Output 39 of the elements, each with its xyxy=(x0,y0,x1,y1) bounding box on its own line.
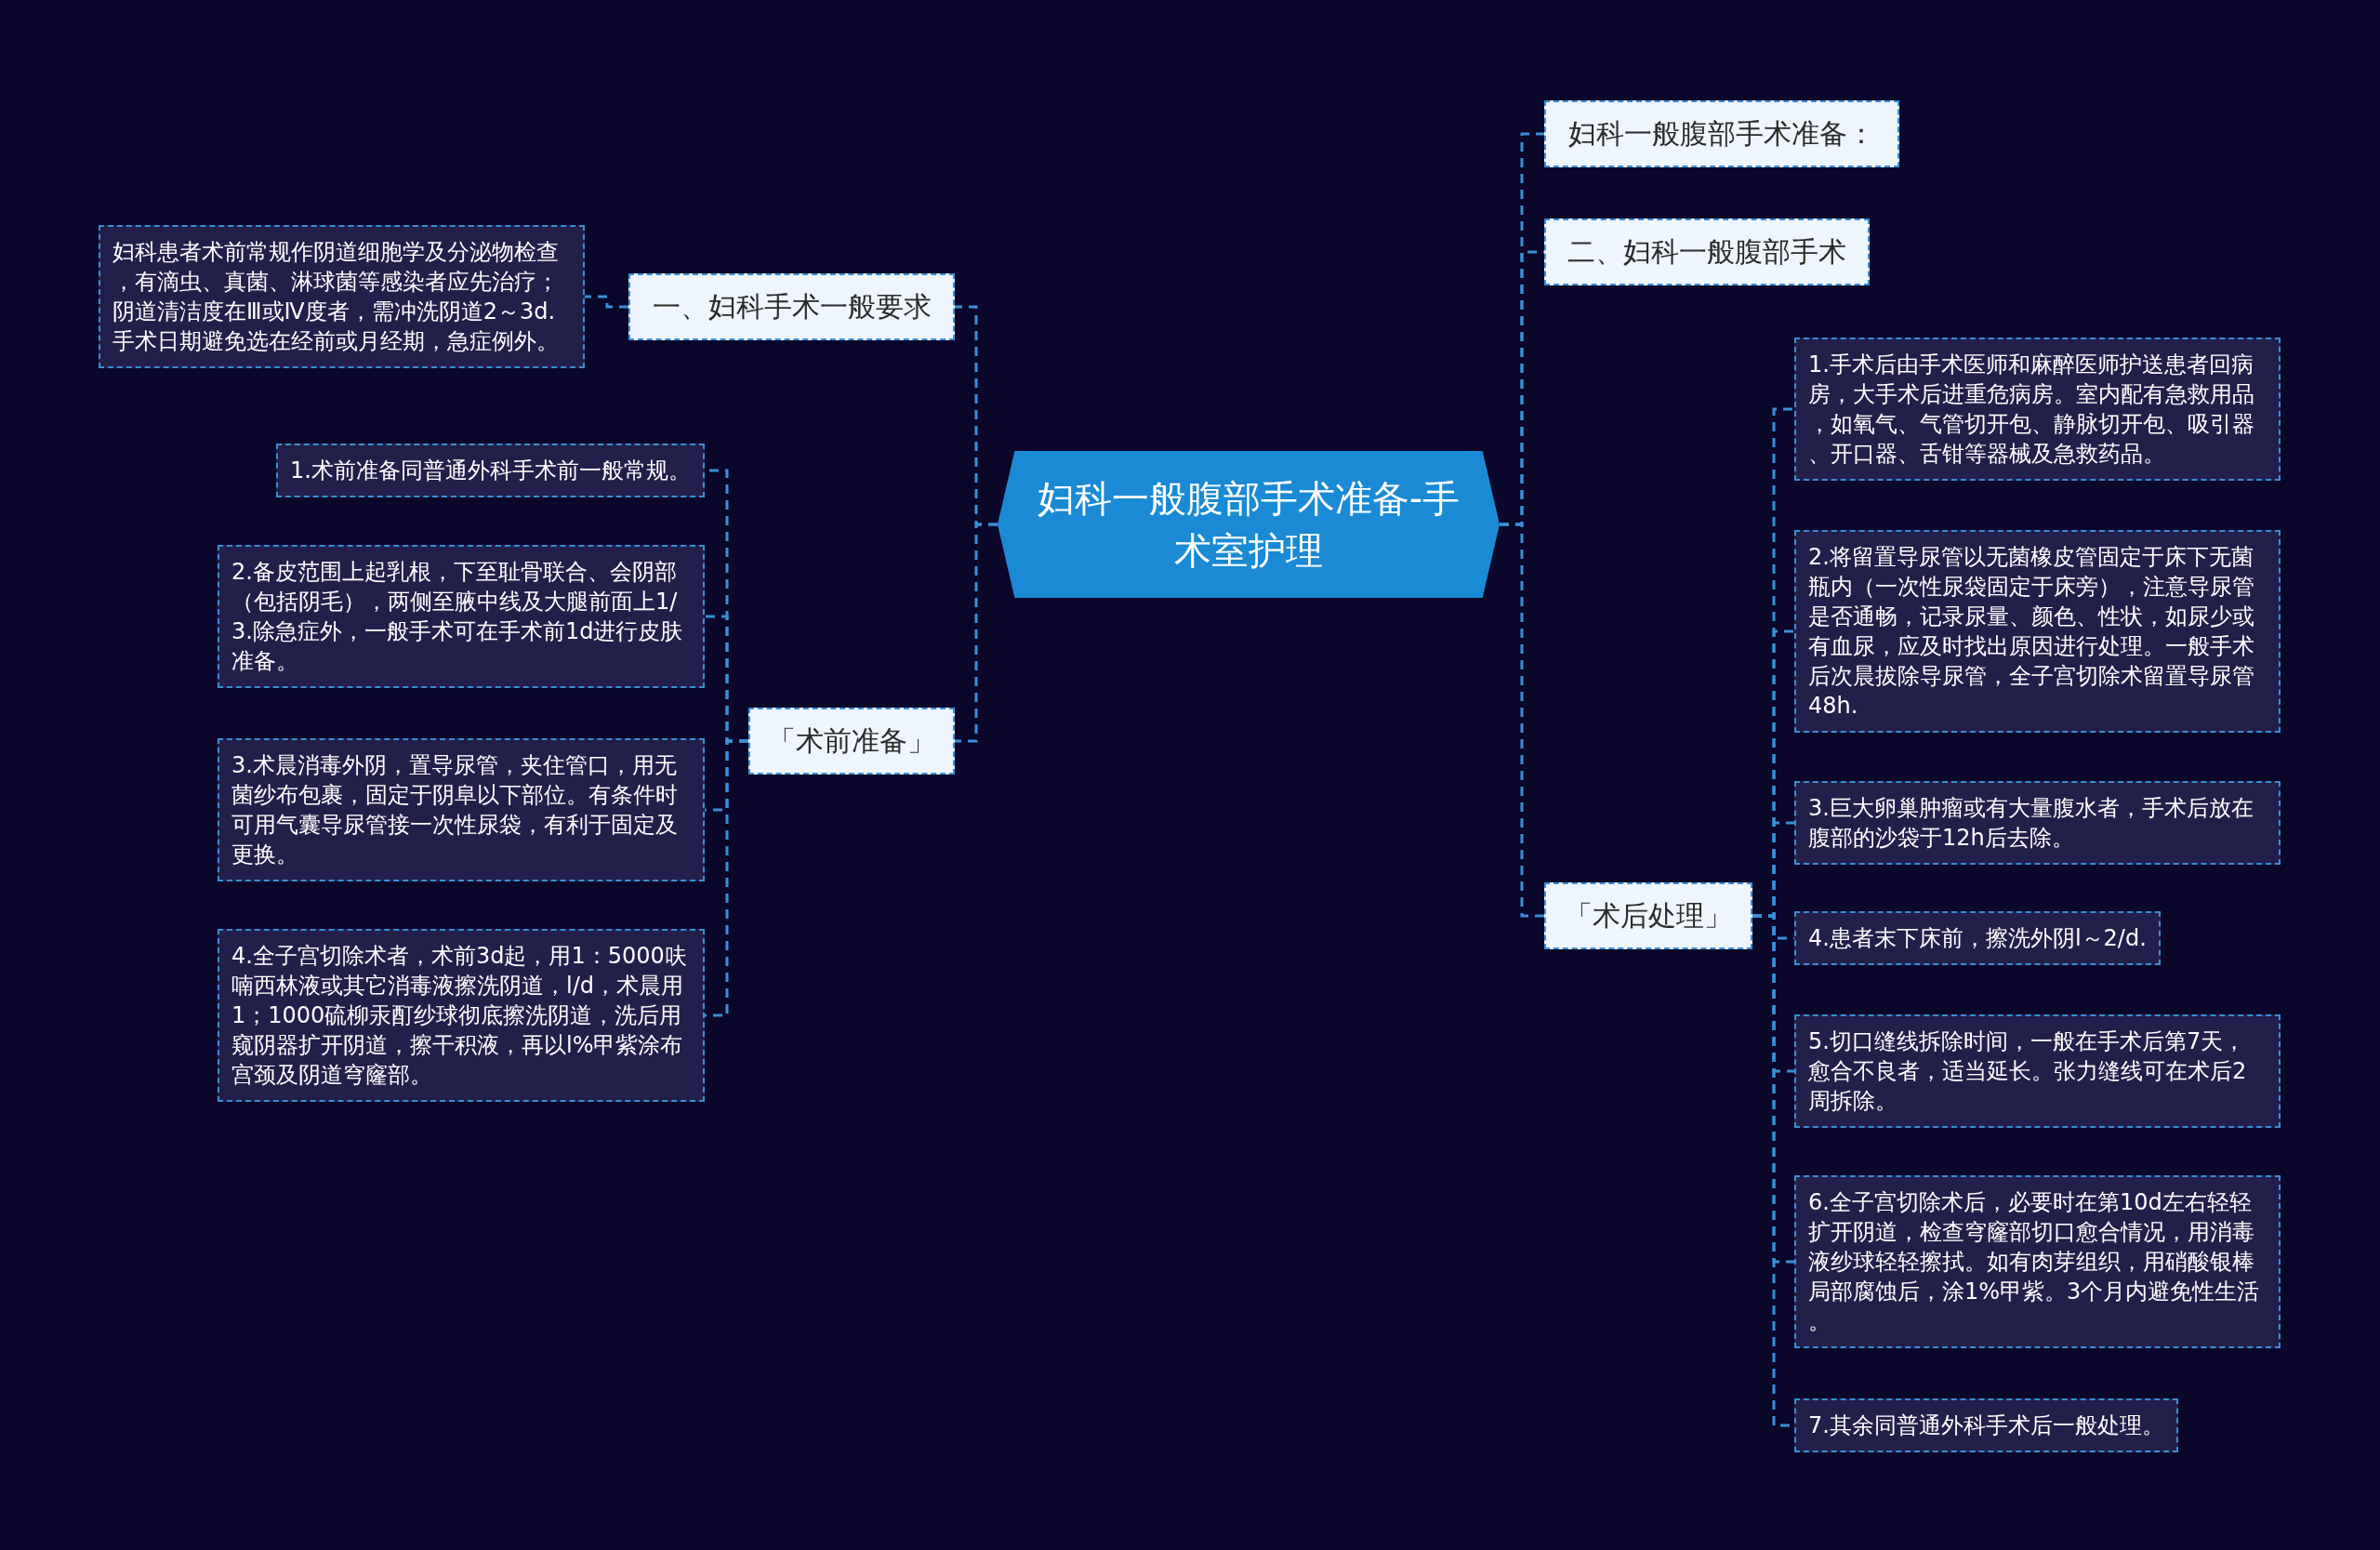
branch-topic-card xyxy=(628,273,955,340)
topic-label: 「术前准备」 xyxy=(768,724,935,757)
topic-label: 「术后处理」 xyxy=(1565,899,1732,932)
central-topic-hexagon xyxy=(998,451,1500,598)
note-text: 7.其余同普通外科手术后一般处理。 xyxy=(1808,1412,2164,1438)
note-text: 妇科患者术前常规作阴道细胞学及分泌物检查，有滴虫、真菌、淋球菌等感染者应先治疗；阴道清洁度在Ⅲ或Ⅳ度者，需冲洗阴道2～3d.手术日期避免选在经前或月经期，急症例外。 xyxy=(112,239,559,354)
detail-note-card xyxy=(1794,911,2161,965)
detail-note-card xyxy=(1794,1175,2281,1348)
detail-note-card xyxy=(1794,1398,2178,1452)
note-text: 5.切口缝线拆除时间，一般在手术后第7天，愈合不良者，适当延长。张力缝线可在术后2周拆除。 xyxy=(1808,1028,2247,1114)
detail-note-card xyxy=(218,738,705,881)
detail-note-card xyxy=(218,545,705,688)
detail-note-card xyxy=(1794,338,2281,481)
note-text: 2.将留置导尿管以无菌橡皮管固定于床下无菌瓶内（一次性尿袋固定于床旁），注意导尿管是否通畅，记录尿量、颜色、性状，如尿少或有血尿，应及时找出原因进行处理。一般手术后次晨拔除导尿管，全子宫切除术留置导尿管48h. xyxy=(1808,544,2254,719)
detail-note-card xyxy=(276,444,705,497)
detail-note-card xyxy=(1794,530,2281,733)
detail-note-card xyxy=(218,929,705,1102)
note-text: 4.全子宫切除术者，术前3d起，用1：5000呋喃西林液或其它消毒液擦洗阴道，l/d，术晨用1；1000硫柳汞酊纱球彻底擦洗阴道，洗后用窥阴器扩开阴道，擦干积液，再以l%甲紫涂布宫颈及阴道穹窿部。 xyxy=(231,943,687,1088)
note-text: 3.术晨消毒外阴，置导尿管，夹住管口，用无菌纱布包裹，固定于阴阜以下部位。有条件时可用气囊导尿管接一次性尿袋，有利于固定及更换。 xyxy=(231,752,678,868)
central-topic-title: 妇科一般腹部手术准备-手术室护理 xyxy=(1036,476,1461,574)
note-text: 1.手术后由手术医师和麻醉医师护送患者回病房，大手术后进重危病房。室内配有急救用品，如氧气、气管切开包、静脉切开包、吸引器、开口器、舌钳等器械及急救药品。 xyxy=(1808,351,2254,467)
topic-label: 妇科一般腹部手术准备： xyxy=(1568,117,1875,150)
note-text: 1.术前准备同普通外科手术前一般常规。 xyxy=(290,457,691,484)
branch-topic-card xyxy=(1544,882,1752,949)
branch-topic-card xyxy=(1544,219,1870,285)
branch-topic-card xyxy=(1544,100,1899,167)
note-text: 3.巨大卵巢肿瘤或有大量腹水者，手术后放在腹部的沙袋于12h后去除。 xyxy=(1808,795,2254,851)
detail-note-card xyxy=(1794,1014,2281,1128)
topic-label: 二、妇科一般腹部手术 xyxy=(1567,235,1846,268)
note-text: 6.全子宫切除术后，必要时在第10d左右轻轻扩开阴道，检查穹窿部切口愈合情况，用消毒液纱球轻轻擦拭。如有肉芽组织，用硝酸银棒局部腐蚀后，涂1%甲紫。3个月内避免性生活。 xyxy=(1808,1189,2260,1334)
detail-note-card xyxy=(99,225,585,368)
connector-line xyxy=(585,295,628,309)
connector-line xyxy=(1500,523,1544,918)
branch-topic-card xyxy=(748,708,955,775)
note-text: 4.患者末下床前，擦洗外阴l～2/d. xyxy=(1808,925,2147,951)
connector-line xyxy=(955,523,998,743)
detail-note-card xyxy=(1794,781,2281,865)
topic-label: 一、妇科手术一般要求 xyxy=(652,290,932,323)
note-text: 2.备皮范围上起乳根，下至耻骨联合、会阴部（包括阴毛），两侧至腋中线及大腿前面上1/3.除急症外，一般手术可在手术前1d进行皮肤准备。 xyxy=(231,559,683,674)
